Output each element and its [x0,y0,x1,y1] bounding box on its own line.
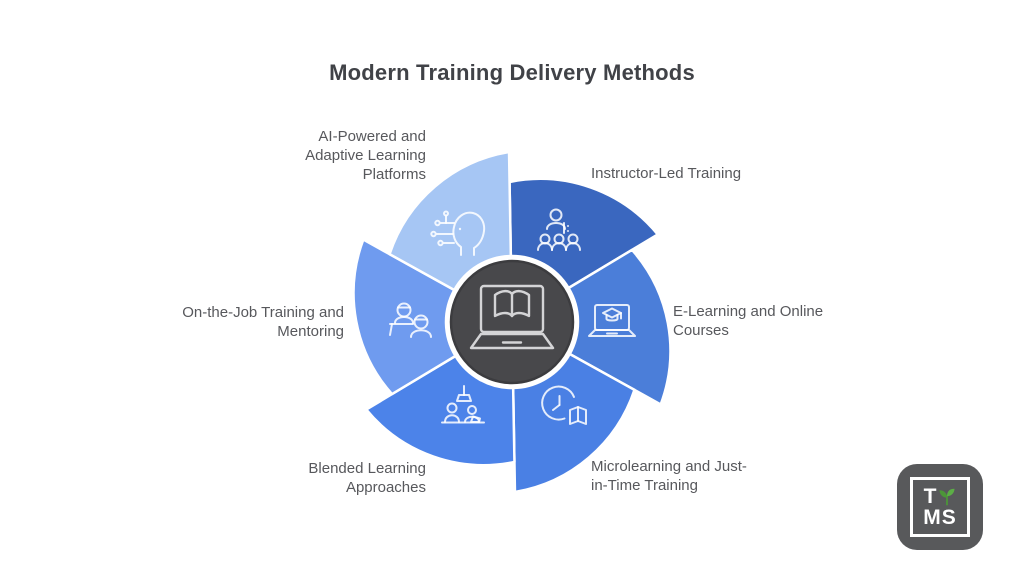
blade-ai-adaptive-learning-platforms [388,150,513,292]
mentor-and-mentee-icon [389,302,432,338]
laptop-graduation-cap-icon [588,304,636,337]
presenter-with-audience-icon [537,208,581,251]
label-ai-adaptive-learning-platforms: AI-Powered and Adaptive Learning Platfor… [305,128,426,183]
brand-logo: T MS [897,464,983,550]
brand-logo-frame: T MS [910,477,970,537]
pinwheel-diagram [352,150,672,494]
laptop-open-book-icon [469,284,555,350]
blade-instructor-led-training [508,177,659,290]
people-at-laptops-lamp-icon [441,385,485,424]
label-instructor-led-training: Instructor-Led Training [591,165,742,182]
logo-letters-ms: MS [923,506,957,529]
blade-blended-learning-approaches [365,354,516,467]
label-microlearning-just-in-time: Microlearning and Just- in-Time Training [591,458,747,494]
hub-circle [449,259,575,385]
label-elearning-online-courses: E-Learning and Online Courses [673,303,824,339]
ai-profile-circuit-icon [430,210,486,256]
clock-open-book-icon [541,385,587,425]
sprout-icon [939,488,955,506]
label-on-the-job-training-mentoring: On-the-Job Training and Mentoring [182,304,344,340]
blade-elearning-online-courses [567,248,672,406]
logo-letter-t: T [923,485,938,508]
label-blended-learning-approaches: Blended Learning Approaches [308,460,426,496]
page-title: Modern Training Delivery Methods [329,60,695,85]
